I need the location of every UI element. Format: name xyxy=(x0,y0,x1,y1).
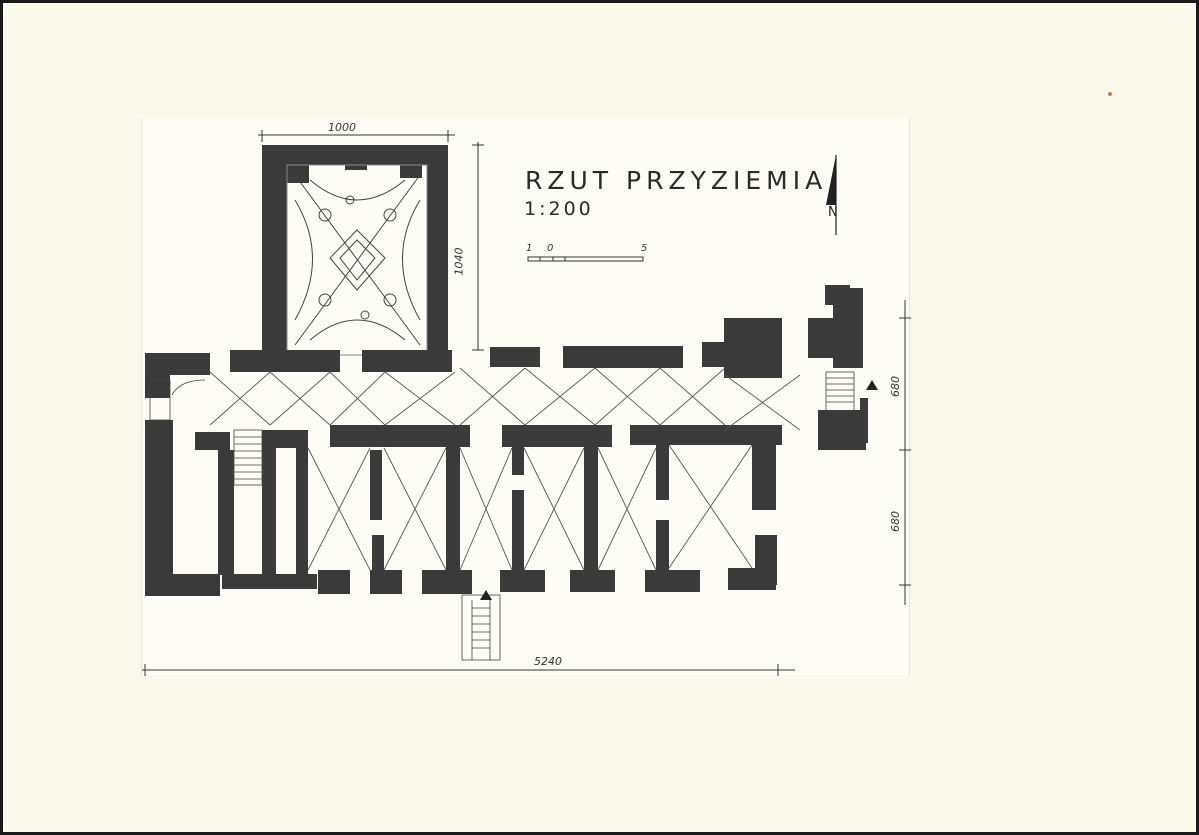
dimension-tower-depth: 1040 xyxy=(452,247,466,276)
tower xyxy=(262,145,448,355)
tower-vault-ornament xyxy=(286,164,428,356)
plan-title: RZUT PRZYZIEMIA xyxy=(525,166,828,195)
scale-bar xyxy=(527,256,644,262)
plan-scale: 1:200 xyxy=(524,198,594,220)
dimension-lines xyxy=(142,130,911,676)
entrance-arrows xyxy=(480,380,878,600)
north-label: N xyxy=(828,205,838,220)
room-vaults xyxy=(307,444,753,571)
north-arrow xyxy=(826,155,837,235)
corridor-vaults xyxy=(209,367,801,431)
dimension-right-upper: 680 xyxy=(889,376,902,397)
scale-bar-label-1: 1 xyxy=(526,243,533,254)
walls xyxy=(145,285,868,596)
paper-spot xyxy=(1108,92,1112,96)
scale-bar-label-5: 5 xyxy=(641,243,648,254)
scale-bar-label-0: 0 xyxy=(547,243,554,254)
dimension-tower-width: 1000 xyxy=(328,121,356,134)
stairs xyxy=(149,371,855,661)
dimension-total-length: 5240 xyxy=(534,655,562,668)
dimension-right-lower: 680 xyxy=(889,511,902,532)
